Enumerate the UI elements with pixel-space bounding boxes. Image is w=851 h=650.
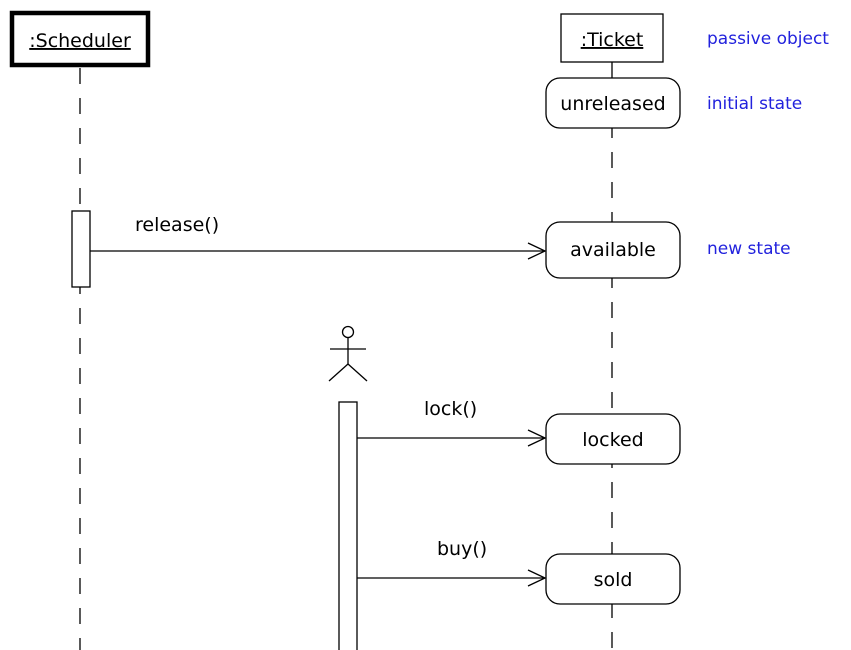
state-sold-label: sold <box>594 569 633 591</box>
actor-icon <box>328 325 368 382</box>
scheduler-participant[interactable]: :Scheduler <box>9 10 151 68</box>
message-release[interactable]: release() <box>90 214 547 260</box>
state-unreleased-label: unreleased <box>560 93 665 115</box>
state-locked[interactable]: locked <box>545 413 681 465</box>
note-passive-object: passive object <box>707 29 829 49</box>
state-available[interactable]: available <box>545 221 681 279</box>
state-sold[interactable]: sold <box>545 553 681 605</box>
state-unreleased[interactable]: unreleased <box>545 77 681 129</box>
state-available-label: available <box>570 239 656 261</box>
message-lock[interactable]: lock() <box>357 398 547 447</box>
note-initial-state: initial state <box>707 94 802 114</box>
note-new-state: new state <box>707 239 791 259</box>
scheduler-label: :Scheduler <box>29 30 131 52</box>
actor-activation <box>338 401 358 650</box>
message-release-label: release() <box>135 214 219 236</box>
ticket-label: :Ticket <box>581 29 644 51</box>
message-buy[interactable]: buy() <box>357 538 547 587</box>
ticket-participant[interactable]: :Ticket <box>560 13 664 63</box>
scheduler-activation <box>71 210 91 288</box>
message-lock-label: lock() <box>424 398 477 420</box>
state-locked-label: locked <box>582 429 643 451</box>
message-buy-label: buy() <box>437 538 487 560</box>
